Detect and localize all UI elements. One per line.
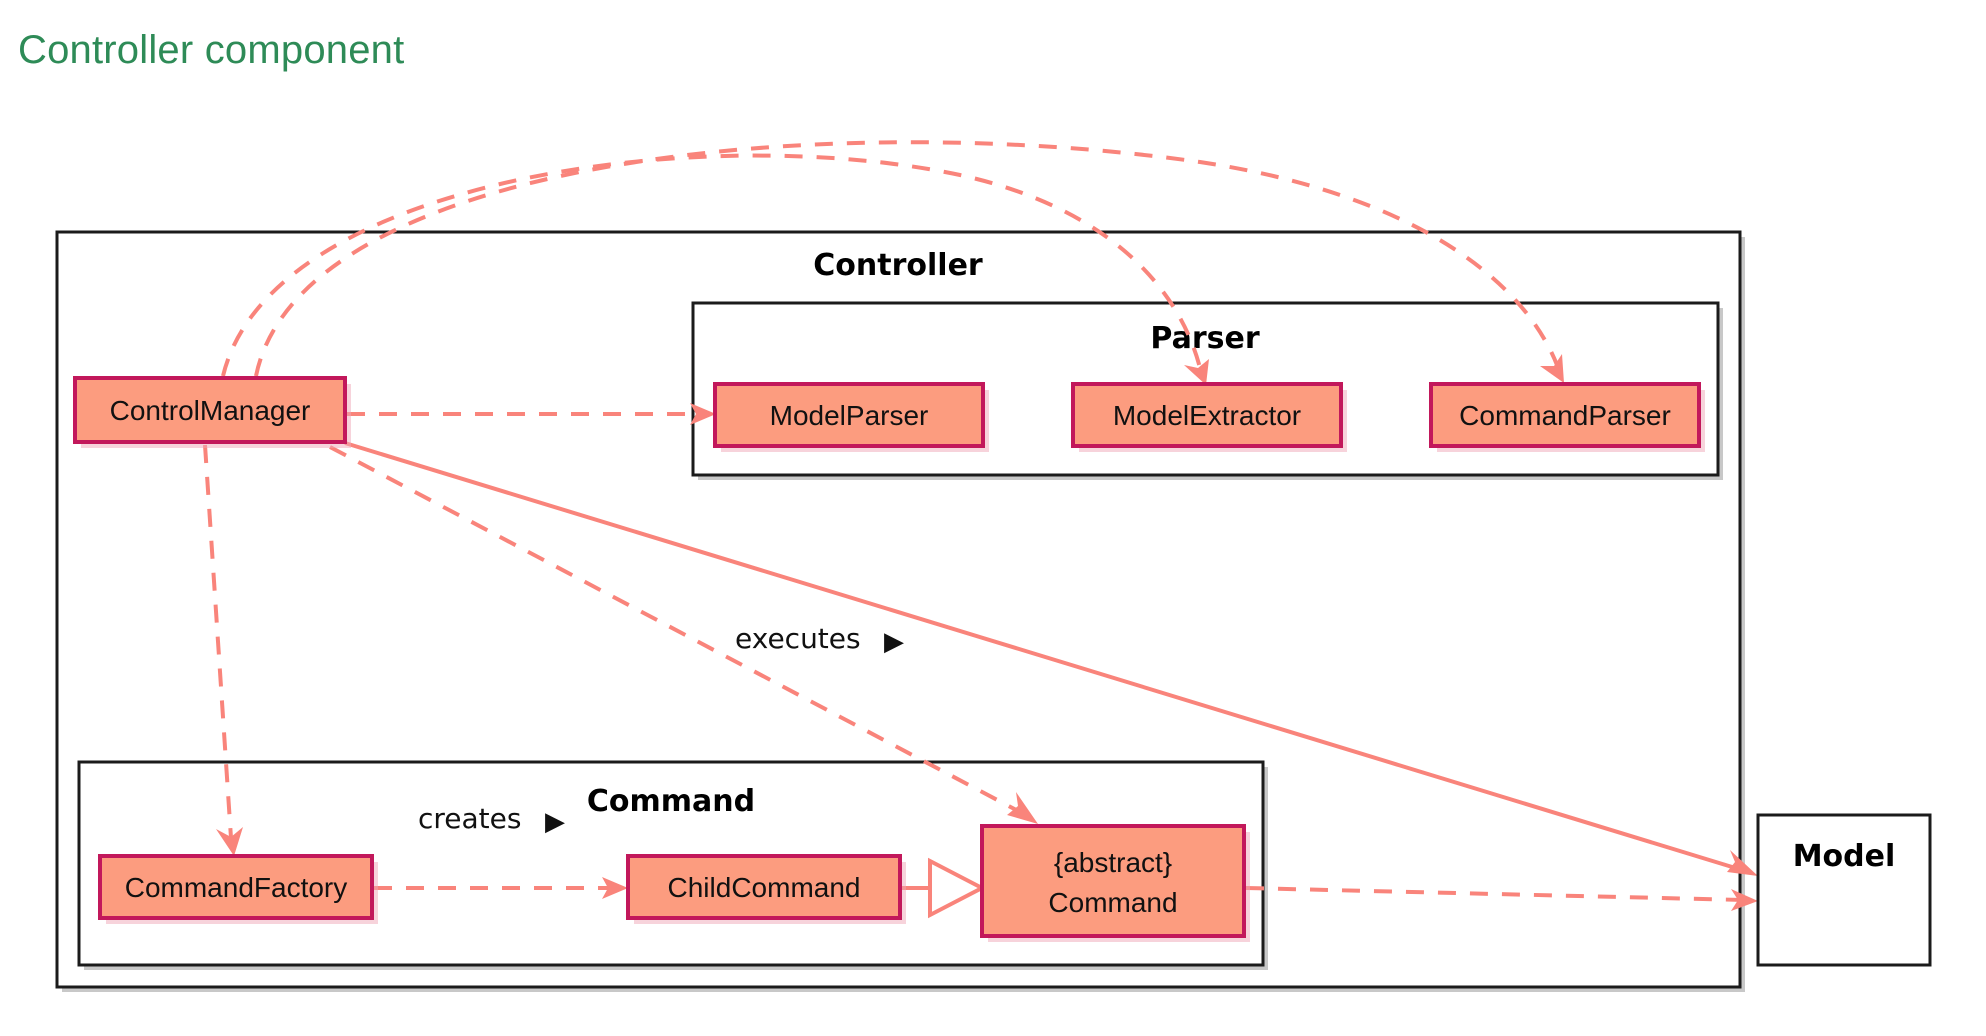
edge-controlmanager-to-commandparser (254, 140, 1564, 383)
class-child-command[interactable]: ChildCommand (626, 854, 906, 924)
class-model-label: Model (1793, 839, 1896, 874)
class-abstract-command[interactable]: {abstract} Command (980, 824, 1250, 942)
edge-commandfactory-to-childcommand (374, 877, 628, 899)
class-command-parser-label: CommandParser (1459, 400, 1671, 431)
class-model-parser-label: ModelParser (770, 400, 929, 431)
package-command-label: Command (587, 784, 755, 819)
edge-controlmanager-to-commandfactory (203, 444, 243, 856)
class-command-factory-label: CommandFactory (125, 872, 348, 903)
class-command-factory[interactable]: CommandFactory (98, 854, 378, 924)
edge-label-executes: executes ▶ (735, 622, 904, 656)
creates-label-text: creates (418, 802, 521, 835)
class-child-command-label: ChildCommand (668, 872, 861, 903)
edge-controlmanager-to-model (344, 441, 1758, 876)
edge-controlmanager-to-modelextractor (221, 153, 1209, 385)
creates-direction-icon: ▶ (545, 806, 565, 836)
class-model[interactable]: Model (1756, 813, 1932, 967)
edge-controlmanager-to-command (329, 445, 1038, 824)
package-controller-label: Controller (813, 248, 983, 283)
edge-controlmanager-to-modelparser (347, 403, 716, 425)
class-model-parser[interactable]: ModelParser (713, 382, 989, 452)
edge-childcommand-to-command (902, 857, 987, 919)
class-abstract-command-label: Command (1048, 887, 1177, 918)
class-command-parser[interactable]: CommandParser (1429, 382, 1705, 452)
class-model-extractor[interactable]: ModelExtractor (1071, 382, 1347, 452)
executes-direction-icon: ▶ (884, 626, 904, 656)
class-model-extractor-label: ModelExtractor (1113, 400, 1301, 431)
package-parser-label: Parser (1150, 321, 1259, 356)
page-title: Controller component (18, 28, 405, 72)
edge-label-creates: creates ▶ (418, 802, 565, 836)
edge-command-to-model (1245, 886, 1758, 911)
class-abstract-command-stereotype: {abstract} (1054, 847, 1172, 878)
executes-label-text: executes (735, 622, 861, 655)
class-control-manager-label: ControlManager (110, 395, 311, 426)
class-control-manager[interactable]: ControlManager (73, 376, 351, 448)
